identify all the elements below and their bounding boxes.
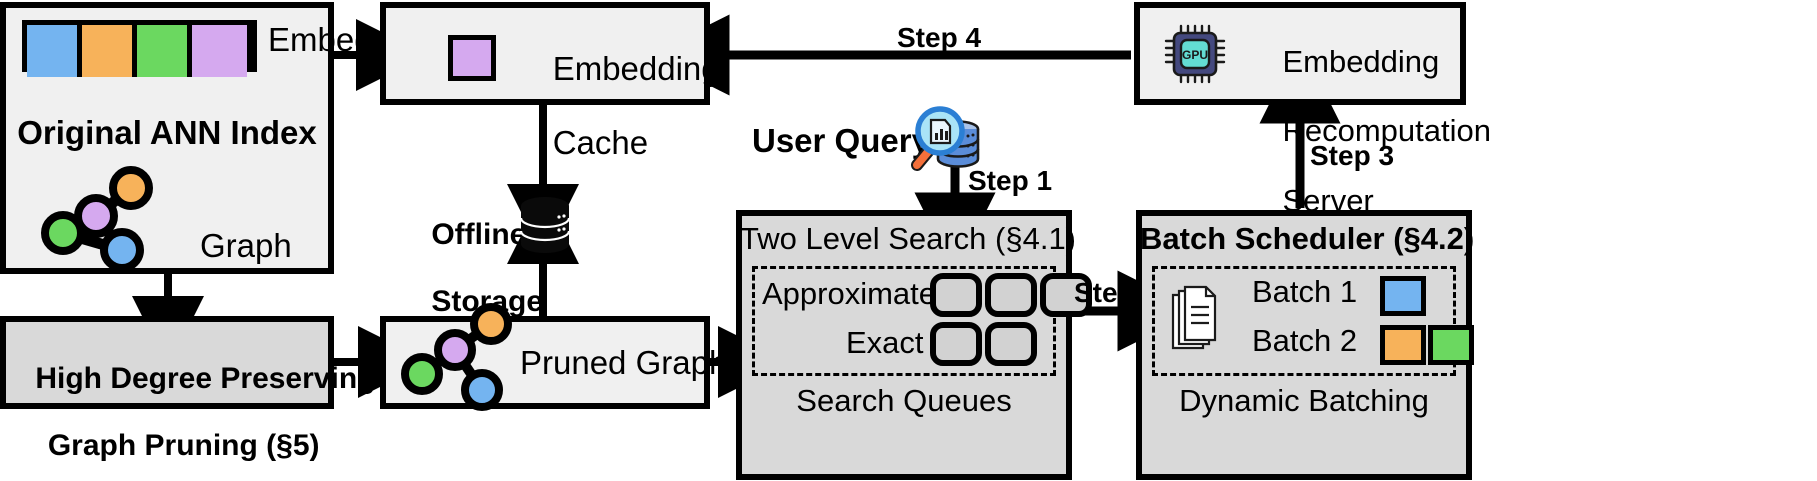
embedding-cell-blue	[27, 25, 82, 77]
queue-slot[interactable]	[930, 273, 982, 317]
recomputation-server-title: Embedding Recomputation Server	[1248, 10, 1491, 253]
queue-slot[interactable]	[985, 322, 1037, 366]
batch-2-chip-green	[1428, 325, 1474, 365]
storage-line-1: Offline	[431, 217, 527, 251]
approximate-queue-row	[930, 273, 1092, 317]
pruning-line-2: Graph Pruning (§5)	[47, 428, 320, 462]
exact-queue-row	[930, 322, 1037, 366]
queue-slot[interactable]	[1040, 273, 1092, 317]
graph-label: Graph	[200, 227, 292, 264]
batch-1-label: Batch 1	[1252, 274, 1358, 309]
documents-stack-icon	[1171, 285, 1217, 350]
dynamic-batching-footer: Dynamic Batching	[1179, 383, 1429, 418]
embedding-cache-swatch	[448, 35, 496, 81]
batch-scheduler-title: Batch Scheduler (§4.2)	[1140, 221, 1475, 256]
exact-label: Exact	[846, 325, 924, 360]
cache-line-1: Embedding	[552, 49, 720, 87]
batch-2-chip-orange	[1380, 325, 1426, 365]
server-line-3: Server	[1282, 182, 1374, 218]
embedding-cache-title: Embedding Cache	[516, 14, 720, 199]
embedding-cell-purple	[192, 25, 247, 77]
step1-label: Step 1	[968, 165, 1053, 196]
step4-label: Step 4	[897, 22, 982, 53]
two-level-search-title: Two Level Search (§4.1)	[740, 221, 1077, 256]
original-ann-index-title: Original ANN Index	[17, 114, 317, 151]
queue-slot[interactable]	[930, 322, 982, 366]
search-queues-dashed-region	[752, 266, 1056, 376]
approximate-label: Approximate	[762, 276, 937, 311]
pruned-graph-icon	[401, 303, 512, 411]
dynamic-batching-dashed-region	[1152, 266, 1456, 376]
original-graph-icon	[41, 166, 153, 272]
step3-label: Step 3	[1310, 140, 1395, 171]
server-line-1: Embedding	[1282, 43, 1440, 79]
pruning-line-1: High Degree Preserving	[35, 361, 376, 395]
embedding-cell-green	[137, 25, 192, 77]
pruned-graph-label: Pruned Graph	[520, 344, 728, 381]
two-level-search-box	[736, 210, 1072, 480]
embedding-swatch-strip	[22, 20, 257, 77]
queue-slot[interactable]	[985, 273, 1037, 317]
magnifier-database-icon	[911, 106, 980, 171]
database-cylinder-icon	[519, 197, 571, 253]
user-query-label: User Query	[752, 122, 930, 159]
batch-2-label: Batch 2	[1252, 323, 1358, 358]
server-line-2: Recomputation	[1282, 113, 1491, 149]
gpu-chip-icon: GPU	[1164, 24, 1226, 84]
search-queues-footer: Search Queues	[796, 383, 1012, 418]
gpu-icon-text: GPU	[1182, 48, 1208, 62]
embedding-cell-orange	[82, 25, 137, 77]
cache-line-2: Cache	[552, 123, 649, 161]
batch-1-chip-blue	[1380, 276, 1426, 316]
graph-pruning-box	[0, 316, 334, 409]
embedding-cache-box	[380, 2, 710, 105]
graph-pruning-title: High Degree Preserving Graph Pruning (§5…	[2, 328, 375, 481]
